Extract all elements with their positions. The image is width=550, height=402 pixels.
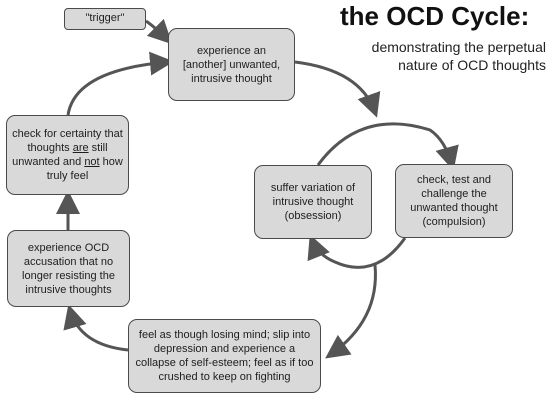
arrow-obsession-to-compulsion	[316, 122, 459, 171]
underlined-are: are	[72, 142, 89, 154]
node-losing-mind: feel as though losing mind; slip into de…	[128, 319, 321, 393]
certainty-text: check for certainty that thoughts are st…	[12, 128, 123, 182]
arrow-losing-mind-to-accusation	[63, 304, 129, 352]
node-check-certainty: check for certainty that thoughts are st…	[6, 115, 129, 195]
trigger-box: "trigger"	[64, 8, 146, 30]
underlined-not: not	[84, 156, 100, 168]
diagram-subtitle: demonstrating the perpetual nature of OC…	[371, 39, 546, 73]
arrow-trigger-to-experience	[145, 18, 173, 45]
node-experience-thought: experience an [another] unwanted, intrus…	[168, 28, 295, 101]
node-obsession: suffer variation of intrusive thought (o…	[254, 165, 372, 239]
node-compulsion: check, test and challenge the unwanted t…	[395, 164, 513, 238]
arrow-experience-to-cycle	[294, 60, 381, 118]
arrow-cycle-to-losing-mind	[325, 264, 377, 359]
arrow-compulsion-to-obsession	[307, 234, 407, 269]
arrow-certainty-to-experience	[66, 51, 174, 116]
node-ocd-accusation: experience OCD accusation that no longer…	[7, 230, 130, 307]
diagram-title: the OCD Cycle:	[340, 1, 530, 31]
